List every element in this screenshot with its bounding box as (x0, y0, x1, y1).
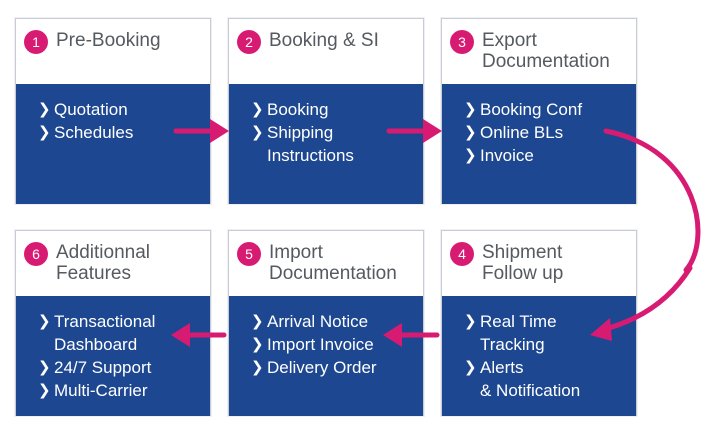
chevron-right-icon: ❯ (251, 101, 264, 118)
step-header: 4 Shipment Follow up (442, 231, 636, 296)
chevron-right-icon: ❯ (251, 336, 264, 353)
step-card-import-documentation: 5 Import Documentation ❯ Arrival Notice … (228, 230, 424, 416)
step-item-arrival-notice: ❯ Arrival Notice (251, 312, 369, 331)
chevron-right-icon: ❯ (464, 313, 477, 330)
step-item-support: ❯ 24/7 Support (38, 358, 152, 377)
step-header: 3 Export Documentation (442, 19, 636, 84)
step-number-badge: 5 (237, 242, 261, 266)
step-item-invoice: ❯ Invoice (464, 146, 534, 165)
step-card-shipment-follow-up: 4 Shipment Follow up ❯ Real Time Trackin… (441, 230, 637, 416)
step-item-multi-carrier: ❯ Multi-Carrier (38, 381, 148, 400)
chevron-right-icon: ❯ (251, 359, 264, 376)
step-title-line: Additionnal (56, 242, 151, 263)
step-header: 6 Additionnal Features (16, 231, 210, 296)
step-number-badge: 1 (24, 30, 48, 54)
chevron-right-icon: ❯ (38, 101, 51, 118)
chevron-right-icon: ❯ (464, 147, 477, 164)
step-title-line: Documentation (482, 51, 610, 72)
step-card-booking-si: 2 Booking & SI ❯ Booking ❯ Shipping Inst… (228, 18, 424, 204)
step-title: Additionnal Features (56, 242, 204, 284)
step-item-alerts-notification: ❯ Alerts & Notification (464, 358, 581, 400)
chevron-right-icon: ❯ (38, 359, 51, 376)
step-title: Pre-Booking (56, 30, 204, 51)
step-item-import-invoice: ❯ Import Invoice (251, 335, 374, 354)
step-item-quotation: ❯ Quotation (38, 100, 128, 119)
step-panel: ❯ Real Time Tracking ❯ Alerts & Notifica… (442, 296, 636, 416)
step-item-schedules: ❯ Schedules (38, 123, 134, 142)
chevron-right-icon: ❯ (38, 313, 51, 330)
step-header: 5 Import Documentation (229, 231, 423, 296)
chevron-right-icon: ❯ (251, 313, 264, 330)
step-title-line: Shipment (482, 242, 563, 263)
step-card-pre-booking: 1 Pre-Booking ❯ Quotation ❯ Schedules (15, 18, 211, 204)
chevron-right-icon: ❯ (464, 124, 477, 141)
step-panel: ❯ Booking Conf ❯ Online BLs ❯ Invoice (442, 84, 636, 204)
step-title-line: Pre-Booking (56, 30, 161, 51)
step-item-booking-conf: ❯ Booking Conf (464, 100, 583, 119)
step-panel: ❯ Arrival Notice ❯ Import Invoice ❯ Deli… (229, 296, 423, 416)
step-title: Booking & SI (269, 30, 417, 51)
chevron-right-icon: ❯ (38, 382, 51, 399)
step-number-badge: 2 (237, 30, 261, 54)
step-title: Import Documentation (269, 242, 417, 284)
step-item-transactional-dashboard: ❯ Transactional Dashboard (38, 312, 156, 354)
step-number-badge: 3 (450, 30, 474, 54)
step-title: Shipment Follow up (482, 242, 630, 284)
step-title-line: Import (269, 242, 323, 263)
step-title-line: Booking & SI (269, 30, 379, 51)
chevron-right-icon: ❯ (251, 124, 264, 141)
chevron-right-icon: ❯ (38, 124, 51, 141)
step-card-export-documentation: 3 Export Documentation ❯ Booking Conf ❯ … (441, 18, 637, 204)
step-title-line: Export (482, 30, 537, 51)
step-title-line: Follow up (482, 263, 564, 284)
chevron-right-icon: ❯ (464, 101, 477, 118)
step-title: Export Documentation (482, 30, 630, 72)
step-number-badge: 6 (24, 242, 48, 266)
step-title-line: Documentation (269, 263, 397, 284)
chevron-right-icon: ❯ (464, 359, 477, 376)
step-panel: ❯ Transactional Dashboard ❯ 24/7 Support… (16, 296, 210, 416)
arrowhead-icon (210, 119, 229, 143)
step-number-badge: 4 (450, 242, 474, 266)
step-item-delivery-order: ❯ Delivery Order (251, 358, 377, 377)
step-header: 2 Booking & SI (229, 19, 423, 84)
step-header: 1 Pre-Booking (16, 19, 210, 84)
step-item-shipping-instructions: ❯ Shipping Instructions (251, 123, 354, 165)
arrowhead-icon (423, 119, 442, 143)
step-item-online-bls: ❯ Online BLs (464, 123, 564, 142)
step-item-real-time-tracking: ❯ Real Time Tracking (464, 312, 557, 354)
step-item-booking: ❯ Booking (251, 100, 329, 119)
step-panel: ❯ Quotation ❯ Schedules (16, 84, 210, 204)
step-panel: ❯ Booking ❯ Shipping Instructions (229, 84, 423, 204)
step-card-additional-features: 6 Additionnal Features ❯ Transactional D… (15, 230, 211, 416)
step-title-line: Features (56, 263, 131, 284)
